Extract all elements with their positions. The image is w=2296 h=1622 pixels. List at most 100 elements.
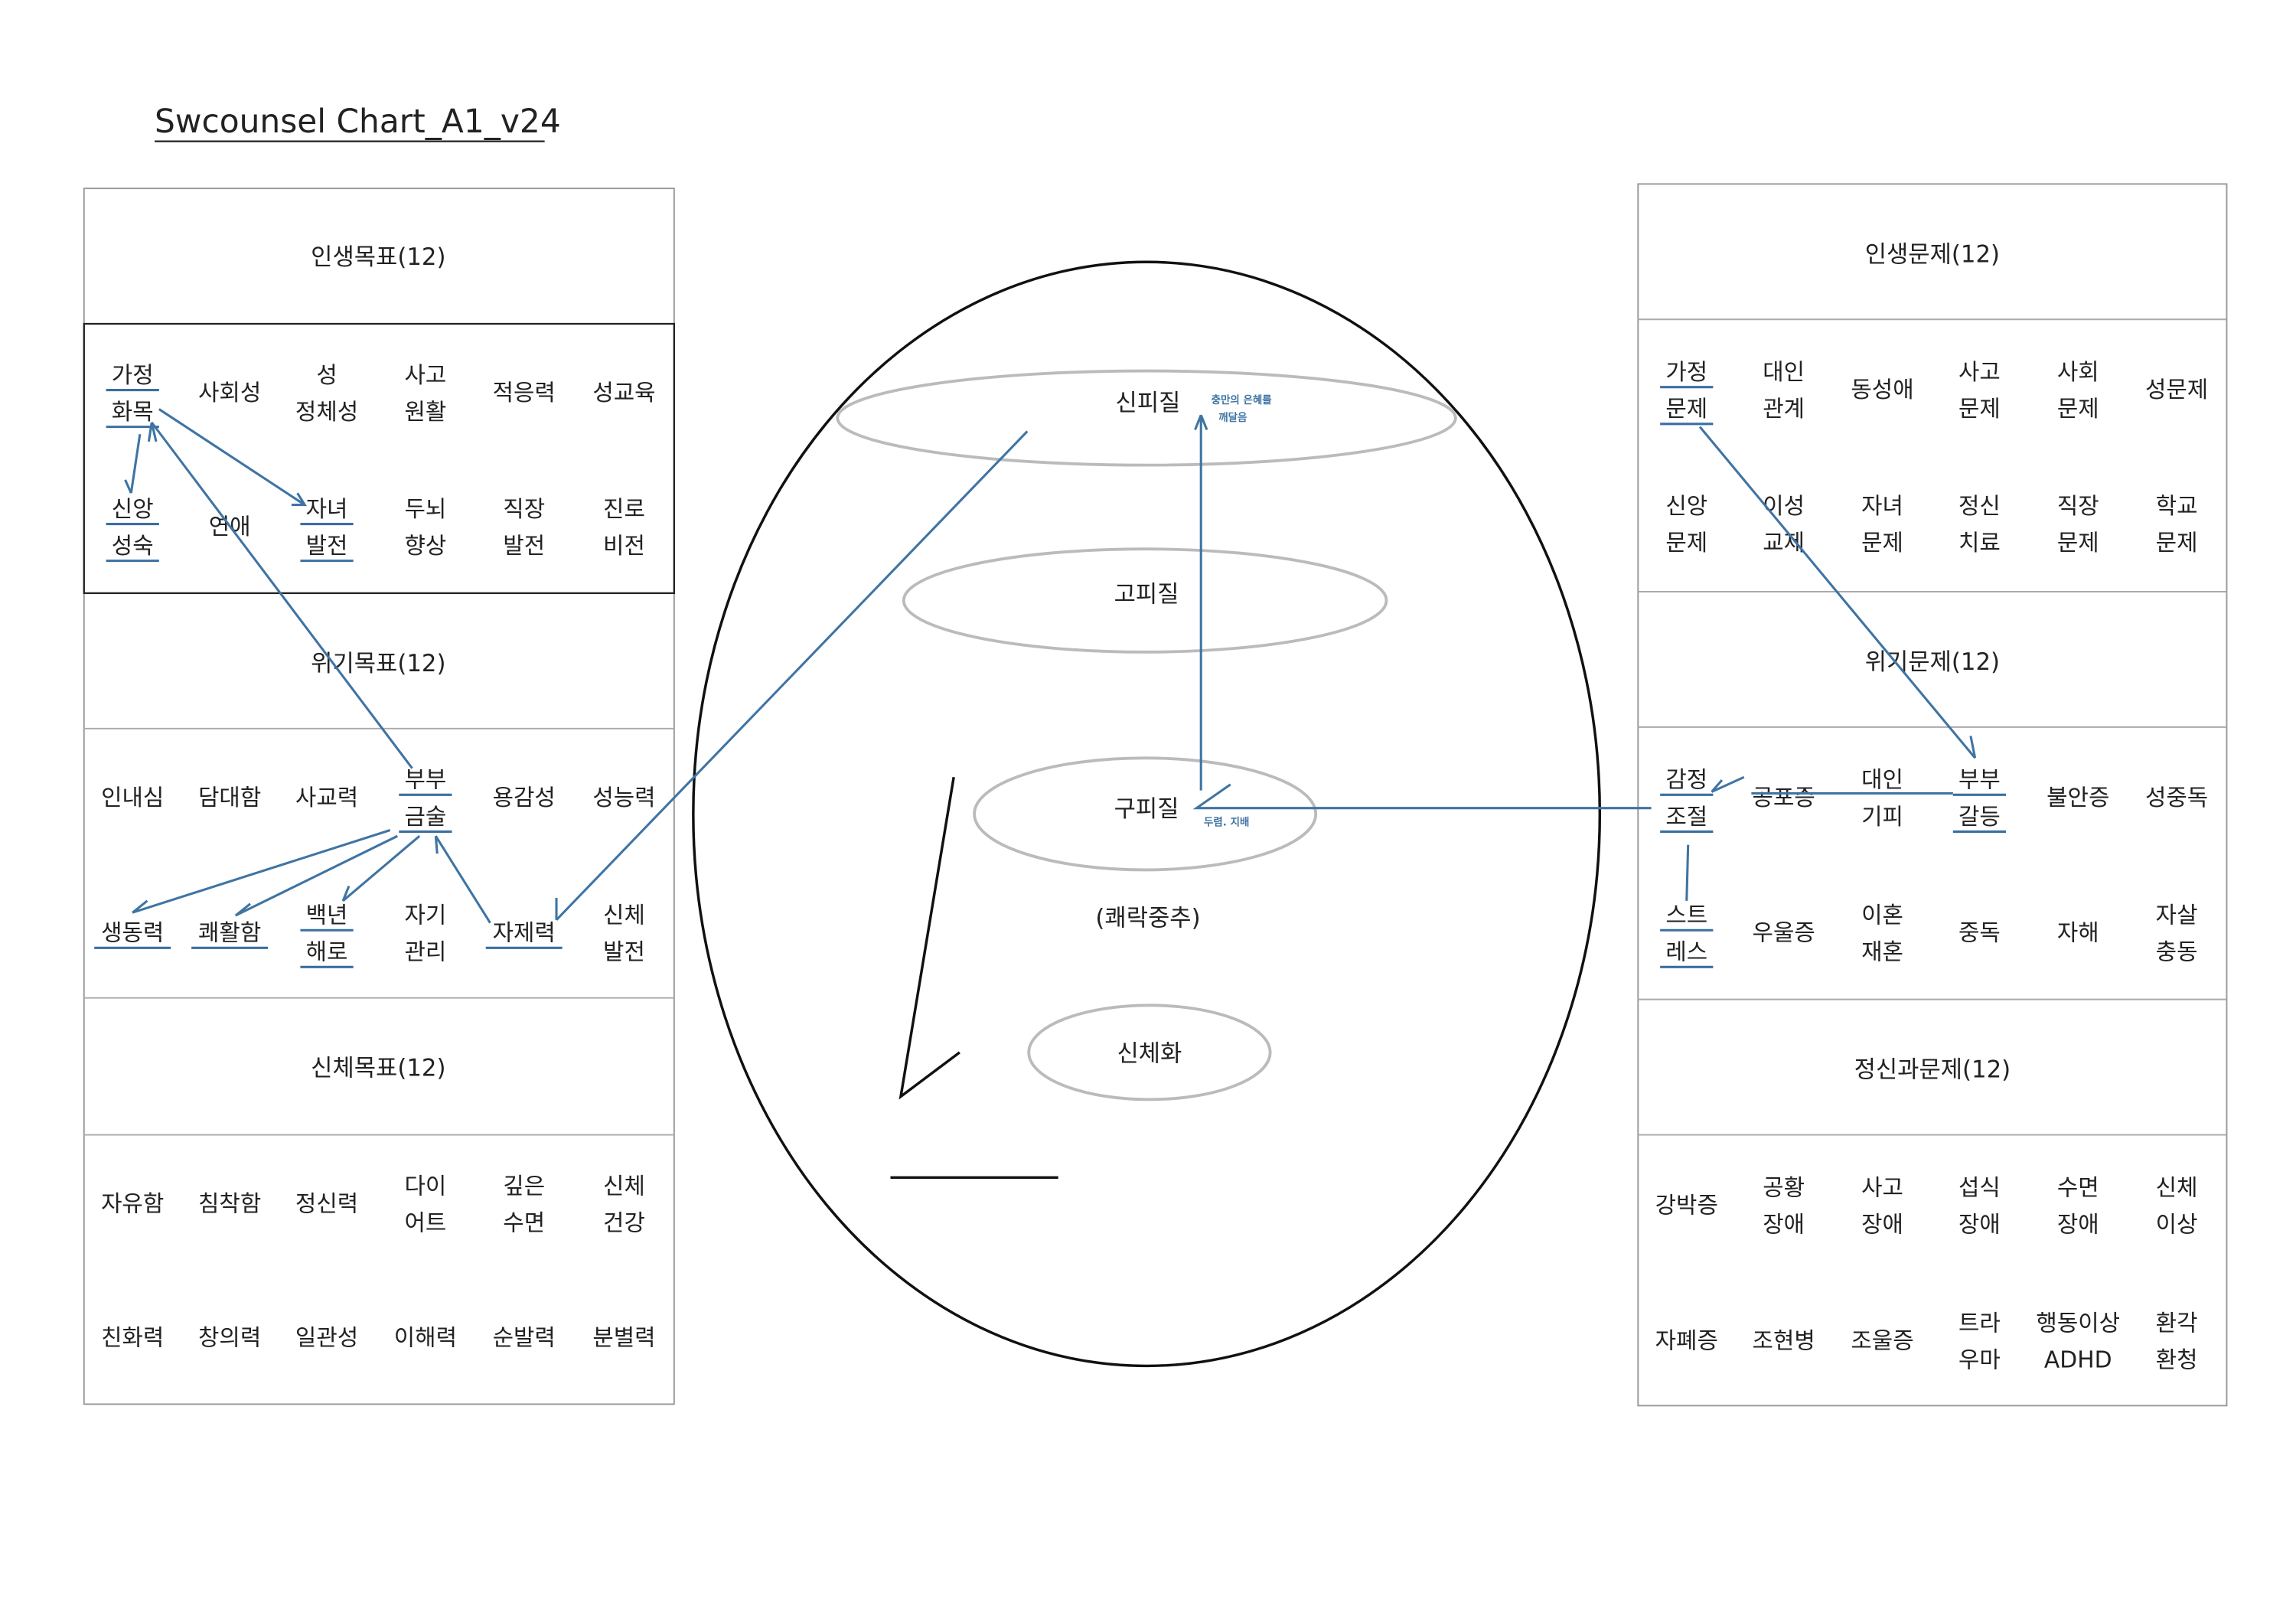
- left-cell-label: 성교육: [592, 380, 655, 406]
- left-cell-label: 원활: [404, 399, 446, 426]
- right-cell-label: 갈등: [1958, 804, 2001, 831]
- right-cell-label: 문제: [2057, 530, 2099, 556]
- left-cell-label: 순발력: [493, 1325, 556, 1352]
- right-cell-label: 이혼: [1861, 902, 1903, 929]
- left-cell-label: 자유함: [101, 1191, 164, 1218]
- right-section-title: 정신과문제(12): [1854, 1056, 2011, 1084]
- left-cell-label: 발전: [503, 533, 545, 560]
- right-cell-label: 자녀: [1861, 493, 1903, 520]
- neocortex-ellipse: [836, 369, 1457, 467]
- left-cell-label: 부부: [404, 767, 446, 794]
- right-cell-label: 조절: [1665, 804, 1707, 831]
- right-cell-label: 가정: [1665, 359, 1707, 386]
- left-cell-label: 사회성: [198, 380, 261, 406]
- left-cell-label: 해로: [306, 939, 348, 966]
- right-cell-label: 이성: [1763, 493, 1805, 520]
- right-cell-label: 자해: [2057, 920, 2099, 947]
- right-cell-label: 행동이상: [2036, 1310, 2120, 1336]
- left-cell-label: 가정: [112, 362, 154, 389]
- left-cell-label: 두뇌: [404, 496, 446, 523]
- left-cell-label: 깊은: [503, 1173, 545, 1199]
- right-cell-label: 재혼: [1861, 939, 1903, 966]
- left-section-title: 신체목표(12): [311, 1055, 445, 1082]
- left-cell-label: 적응력: [493, 380, 556, 406]
- right-cell-label: 장애: [2057, 1211, 2099, 1238]
- right-cell-label: 스트: [1665, 902, 1707, 929]
- right-cell-label: 수면: [2057, 1174, 2099, 1201]
- right-cell-label: 불안증: [2047, 785, 2109, 811]
- left-cell-label: 용감성: [493, 785, 556, 811]
- right-cell-label: 우울증: [1753, 920, 1815, 947]
- left-cell-label: 자녀: [306, 496, 348, 523]
- brain-outline: [692, 260, 1602, 1368]
- right-cell-label: 장애: [1958, 1211, 2001, 1238]
- left-cell-label: 성숙: [112, 533, 154, 560]
- right-cell-label: 사고: [1958, 359, 2001, 386]
- right-cell-label: 성문제: [2145, 377, 2208, 403]
- left-cell-label: 생동력: [101, 920, 164, 947]
- right-cell-label: 강박증: [1655, 1192, 1718, 1219]
- right-cell-label: 사회: [2057, 359, 2099, 386]
- right-cell-label: 치료: [1958, 530, 2001, 556]
- right-cell-label: 중독: [1958, 920, 2001, 947]
- layer-paleocortex: 고피질: [1114, 580, 1179, 608]
- note-neocortex-1: 충만의 은혜를: [1212, 393, 1272, 406]
- left-cell-label: 사교력: [295, 785, 358, 811]
- left-cell-label: 어트: [404, 1210, 446, 1237]
- left-cell-label: 친화력: [101, 1325, 164, 1352]
- left-cell-label: 이해력: [394, 1325, 457, 1352]
- note-neocortex-2: 깨달음: [1218, 412, 1247, 424]
- left-cell-label: 백년: [306, 902, 348, 929]
- left-cell-label: 사고: [404, 362, 446, 389]
- right-cell-label: 장애: [1861, 1211, 1903, 1238]
- somatization-ellipse: [1027, 1004, 1272, 1101]
- right-cell-label: 문제: [1861, 530, 1903, 556]
- left-cell-label: 정체성: [295, 399, 358, 426]
- left-panel: [83, 188, 675, 1405]
- right-cell-label: 사고: [1861, 1174, 1903, 1201]
- left-cell-label: 직장: [503, 496, 545, 523]
- right-cell-label: 동성애: [1851, 377, 1913, 403]
- right-cell-label: 문제: [1665, 530, 1707, 556]
- left-cell-label: 분별력: [592, 1325, 655, 1352]
- left-cell-label: 침착함: [198, 1191, 261, 1218]
- right-cell-label: 문제: [1958, 396, 2001, 423]
- chart-title: Swcounsel Chart_A1_v24: [155, 103, 561, 140]
- right-cell-label: 대인: [1763, 359, 1805, 386]
- right-cell-label: 공황: [1763, 1174, 1805, 1201]
- right-cell-label: 자살: [2156, 902, 2198, 929]
- left-section-title: 위기목표(12): [311, 650, 445, 677]
- left-cell-label: 신체: [603, 902, 645, 929]
- right-cell-label: 이상: [2156, 1211, 2198, 1238]
- right-cell-label: 문제: [2156, 530, 2198, 556]
- left-cell-label: 비전: [603, 533, 645, 560]
- left-cell-label: 인내심: [101, 785, 164, 811]
- left-cell-label: 성: [316, 362, 337, 389]
- layer-archicortex: 구피질: [1114, 795, 1179, 823]
- left-cell-label: 창의력: [198, 1325, 261, 1352]
- right-cell-label: 충동: [2156, 939, 2198, 966]
- left-cell-label: 발전: [603, 939, 645, 966]
- note-archicortex: 두렴. 지배: [1204, 817, 1249, 829]
- layer-somatization: 신체화: [1117, 1039, 1182, 1067]
- right-cell-label: 문제: [1665, 396, 1707, 423]
- left-cell-label: 발전: [306, 533, 348, 560]
- right-cell-label: 정신: [1958, 493, 2001, 520]
- right-cell-label: 공포증: [1753, 785, 1815, 811]
- paleocortex-ellipse: [902, 547, 1388, 654]
- right-cell-label: 조현병: [1753, 1327, 1815, 1354]
- right-section-title: 인생문제(12): [1865, 240, 2000, 268]
- left-cell-label: 성능력: [592, 785, 655, 811]
- right-cell-label: 환각: [2156, 1310, 2198, 1336]
- right-cell-label: 장애: [1763, 1211, 1805, 1238]
- right-cell-label: ADHD: [2044, 1346, 2112, 1373]
- left-cell-label: 향상: [404, 533, 446, 560]
- left-cell-label: 진로: [603, 496, 645, 523]
- archicortex-ellipse: [973, 756, 1318, 872]
- right-cell-label: 부부: [1958, 767, 2001, 794]
- right-cell-label: 대인: [1861, 767, 1903, 794]
- right-cell-label: 환청: [2156, 1346, 2198, 1373]
- left-cell-label: 다이: [404, 1173, 446, 1199]
- right-section-title: 위기문제(12): [1865, 648, 2000, 676]
